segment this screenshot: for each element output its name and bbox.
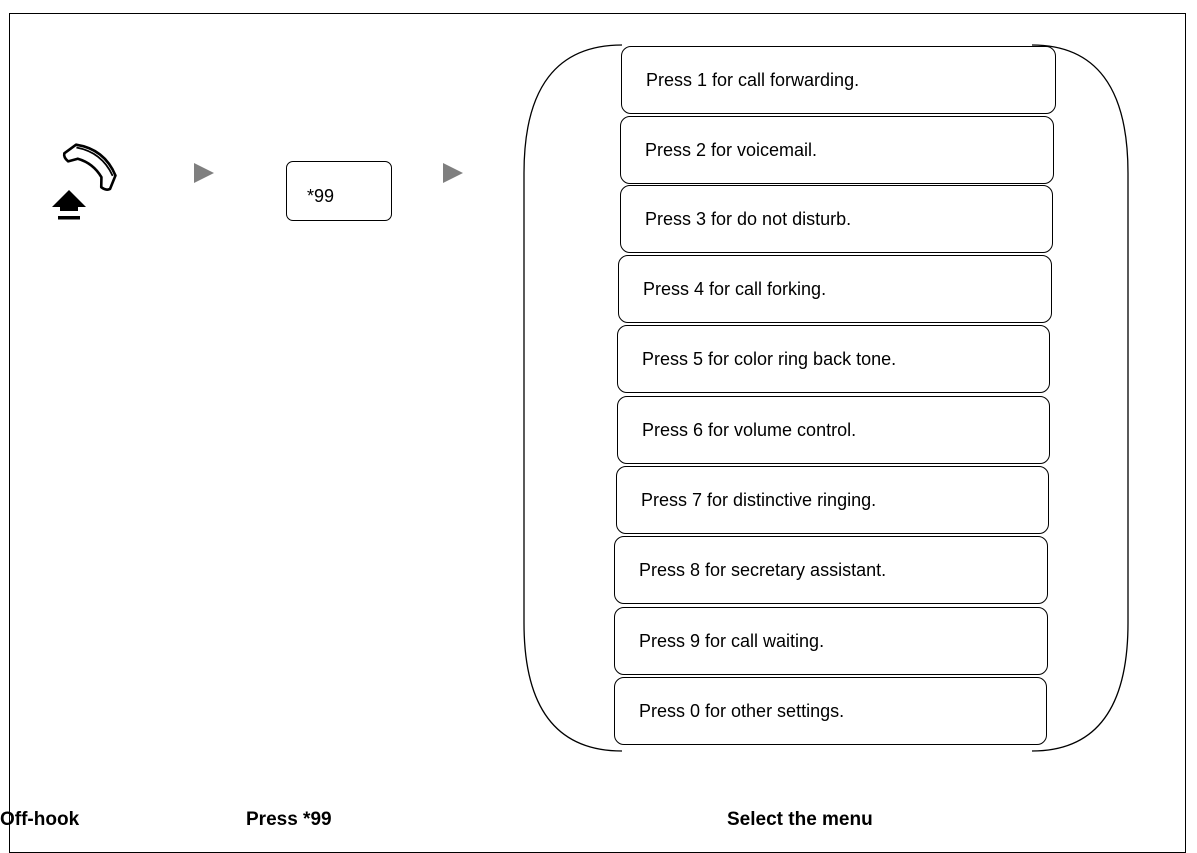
off-hook-phone-icon (52, 143, 117, 220)
menu-item-8: Press 8 for secretary assistant. (614, 536, 1048, 604)
flow-arrow-2 (443, 163, 463, 183)
menu-item-5: Press 5 for color ring back tone. (617, 325, 1050, 393)
menu-item-2: Press 2 for voicemail. (620, 116, 1054, 184)
menu-item-9: Press 9 for call waiting. (614, 607, 1048, 675)
menu-bracket-right (1031, 44, 1129, 752)
flow-arrow-1 (194, 163, 214, 183)
menu-bracket-left (523, 44, 623, 752)
caption-off-hook: Off-hook (0, 809, 80, 830)
menu-item-1: Press 1 for call forwarding. (621, 46, 1056, 114)
menu-item-0: Press 0 for other settings. (614, 677, 1047, 745)
caption-press-code: Press *99 (246, 809, 332, 830)
menu-item-6: Press 6 for volume control. (617, 396, 1050, 464)
code-box: *99 (286, 161, 392, 221)
caption-select-menu: Select the menu (727, 809, 873, 830)
menu-item-4: Press 4 for call forking. (618, 255, 1052, 323)
menu-item-7: Press 7 for distinctive ringing. (616, 466, 1049, 534)
menu-item-3: Press 3 for do not disturb. (620, 185, 1053, 253)
